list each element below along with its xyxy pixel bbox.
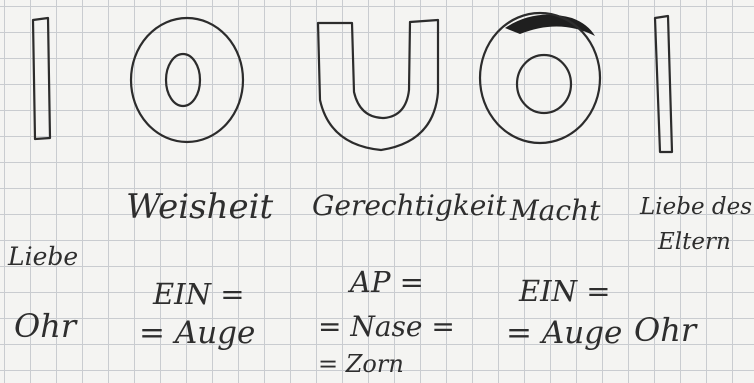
label-liebe-des: Liebe des (640, 196, 752, 219)
eq-nase: = Nase = (318, 313, 455, 341)
o-ring-second (480, 13, 600, 143)
eq-ohr-left: Ohr (14, 310, 76, 342)
eq-auge-first: = Auge (139, 318, 255, 349)
label-macht: Macht (510, 197, 600, 225)
label-gerechtigkeit: Gerechtigkeit (312, 192, 506, 220)
i-bar-right (655, 16, 672, 152)
eq-ohr-right: Ohr (634, 314, 696, 346)
label-liebe: Liebe (8, 244, 78, 269)
eq-zorn: = Zorn (318, 352, 404, 376)
o-ring-first (131, 18, 243, 142)
u-shape (318, 20, 438, 150)
eq-ap: AP = (350, 268, 424, 297)
eq-auge-second: = Auge (506, 318, 622, 349)
label-weisheit: Weisheit (126, 190, 273, 224)
i-bar-left (33, 18, 50, 139)
eq-ein-first: EIN = (153, 280, 245, 309)
eq-ein-second: EIN = (519, 277, 611, 306)
label-eltern: Eltern (658, 231, 731, 254)
